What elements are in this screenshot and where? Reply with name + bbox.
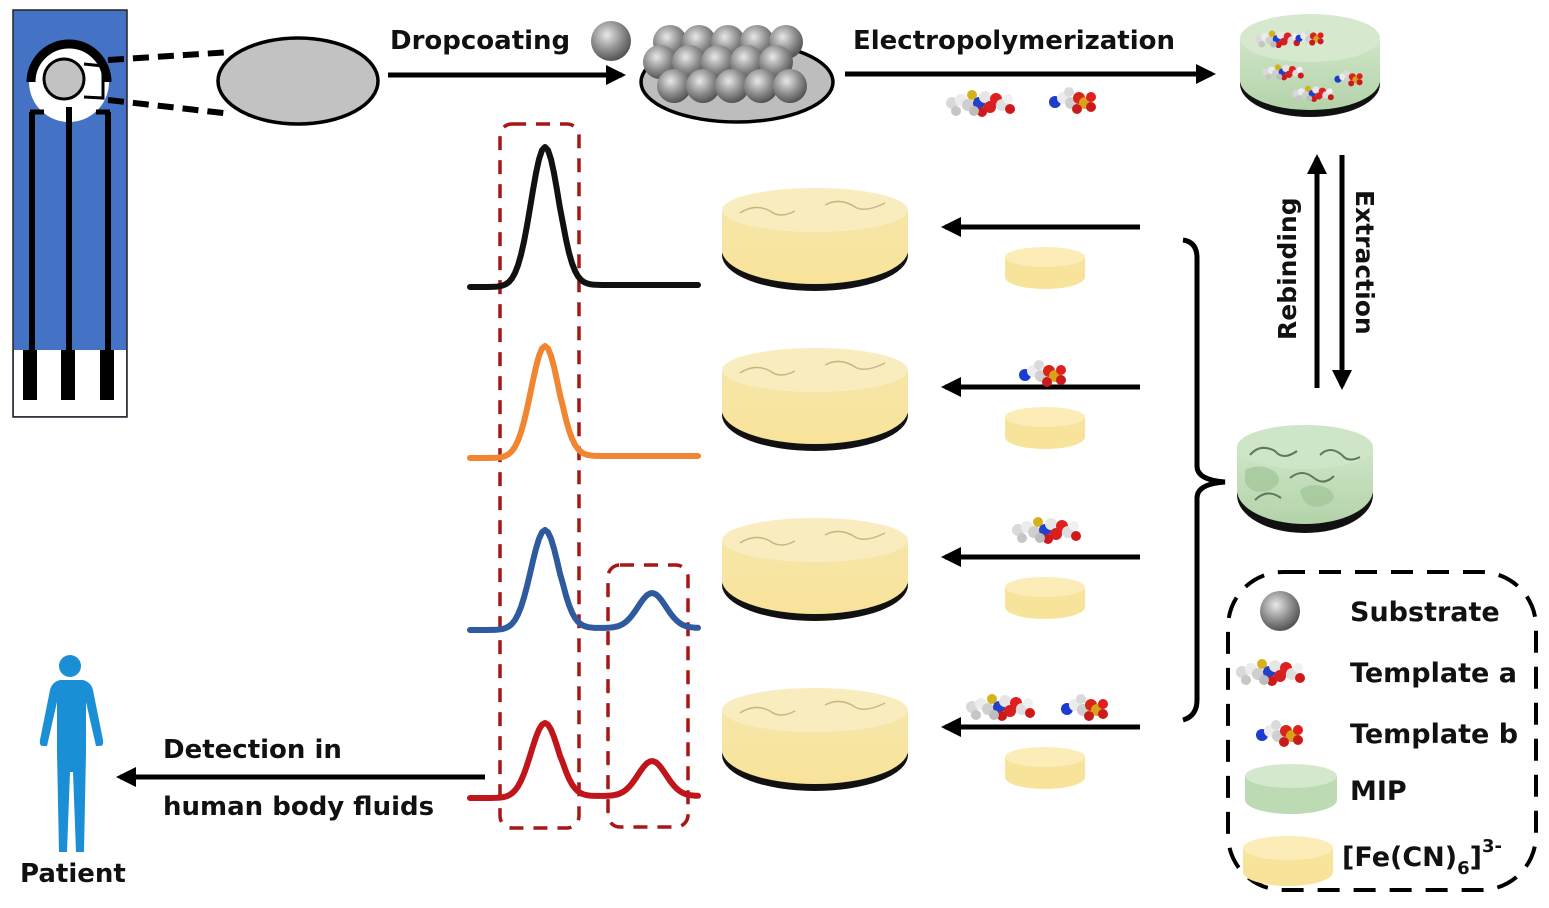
- patient-figure-icon: [39, 655, 104, 852]
- template-a-molecule-icon: [1012, 517, 1081, 544]
- detection-label-line1: Detection in: [163, 735, 342, 765]
- template-a-molecule-icon: [1236, 659, 1305, 686]
- dpv-signal-curve: [467, 527, 701, 633]
- rebinding-row: [722, 517, 1140, 621]
- legend-label-template-b: Template b: [1350, 719, 1518, 750]
- template-b-molecule-icon: [1061, 694, 1108, 721]
- legend-label-substrate: Substrate: [1350, 597, 1500, 628]
- substrate-sphere: [773, 69, 807, 103]
- substrate-coated-electrode: [639, 25, 835, 124]
- template-a-molecule-icon: [966, 694, 1035, 721]
- zoom-lines: [107, 49, 233, 117]
- template-b-molecule-icon: [1019, 360, 1066, 387]
- working-electrode: [42, 57, 86, 101]
- rebinding-label: Rebinding: [1273, 197, 1302, 340]
- rebinding-row: [722, 188, 1140, 291]
- substrate-sphere: [715, 69, 749, 103]
- extraction-label: Extraction: [1350, 190, 1379, 335]
- legend-label-template-a: Template a: [1350, 658, 1517, 689]
- template-b-molecule-icon: [1256, 720, 1303, 747]
- dpv-signal-curve: [467, 720, 701, 801]
- rebinding-row: [722, 348, 1140, 451]
- mip-disc-icon: [1245, 764, 1337, 814]
- substrate-sphere: [657, 69, 691, 103]
- dpv-signal-curve: [467, 144, 701, 290]
- substrate-sphere-icon: [1260, 591, 1300, 631]
- mip-with-templates-electrode: [1240, 14, 1380, 117]
- mip-extracted-electrode: [1237, 425, 1373, 533]
- bare-electrode-disc: [216, 36, 380, 126]
- legend: Substrate Template a Template b MIP [Fe(…: [1226, 570, 1538, 892]
- legend-label-mip: MIP: [1350, 776, 1407, 807]
- dpv-signal-curve: [467, 343, 701, 461]
- peak-a-highlight-box: [498, 122, 581, 830]
- electropolymerization-label: Electropolymerization: [853, 26, 1175, 56]
- template-b-molecule-icon: [1049, 87, 1096, 114]
- substrate-sphere: [686, 69, 720, 103]
- peak-b-highlight-box: [606, 563, 690, 829]
- detection-label-line2: human body fluids: [163, 792, 434, 822]
- legend-label-ferricyanide: [Fe(CN)6]3-: [1342, 836, 1502, 879]
- substrate-sphere-icon: [591, 21, 631, 61]
- substrate-sphere: [744, 69, 778, 103]
- dropcoating-label: Dropcoating: [390, 26, 570, 56]
- patient-label: Patient: [20, 859, 126, 889]
- screen-printed-electrode: [12, 9, 128, 418]
- template-a-molecule-icon: [946, 90, 1015, 117]
- ferricyanide-disc-icon: [1243, 836, 1333, 886]
- grouping-bracket: [1182, 237, 1226, 723]
- rebinding-row: [722, 688, 1140, 791]
